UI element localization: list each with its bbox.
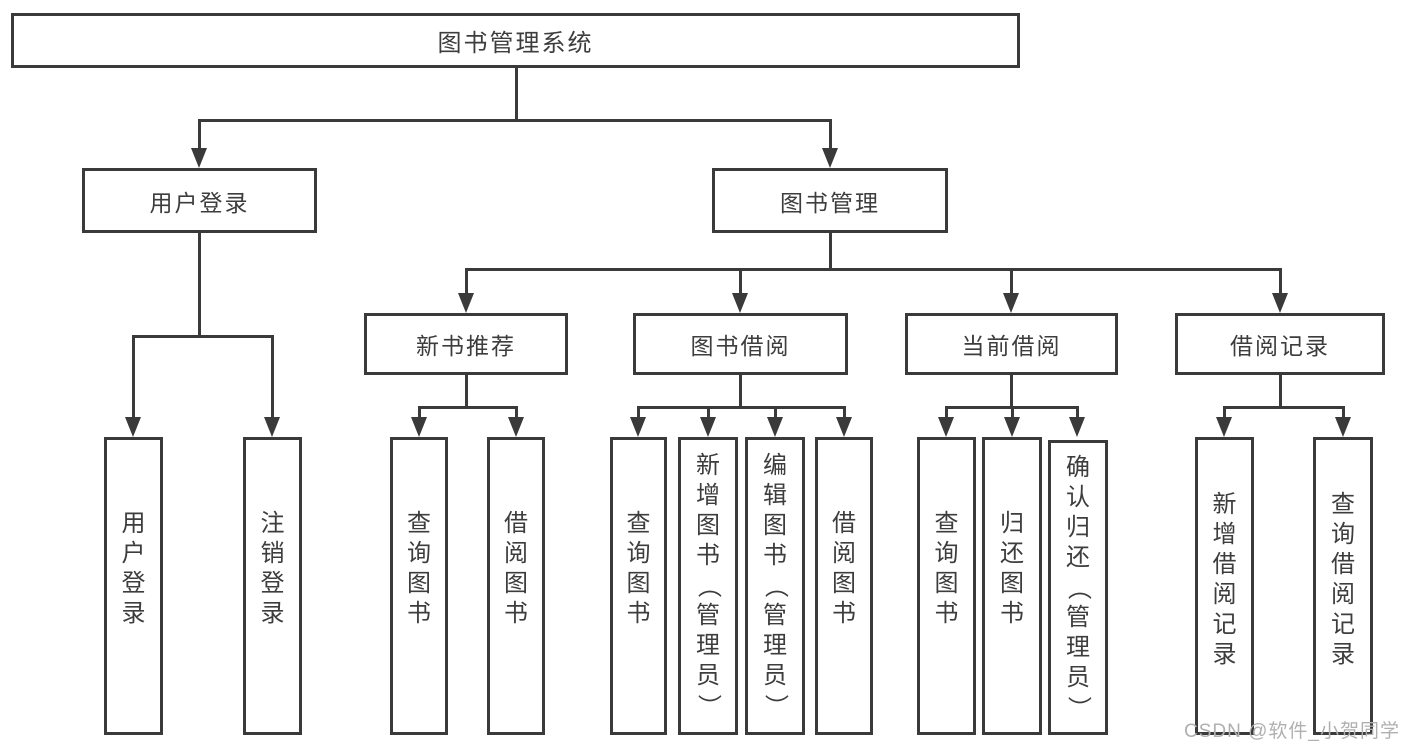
connector-line [1010, 375, 1013, 408]
leaf-return-books: 归还图书 [982, 437, 1042, 735]
connector-line [1010, 268, 1013, 296]
arrowhead-down-icon [767, 417, 783, 437]
arrowhead-down-icon [1216, 417, 1232, 437]
connector-line [198, 119, 201, 150]
connector-line [515, 68, 518, 121]
leaf-query-books-borrowing: 查询图书 [610, 437, 667, 735]
leaf-user-login: 用户登录 [104, 437, 163, 735]
connector-line [198, 119, 831, 122]
leaf-borrow-books-recommend: 借阅图书 [487, 437, 545, 735]
connector-line [774, 406, 777, 419]
connector-line [739, 375, 742, 408]
arrowhead-down-icon [458, 293, 474, 313]
node-current-borrowing: 当前借阅 [905, 313, 1118, 375]
connector-line [418, 406, 421, 419]
arrowhead-down-icon [836, 417, 852, 437]
connector-line [418, 406, 517, 409]
leaf-query-borrow-record: 查询借阅记录 [1313, 437, 1373, 735]
leaf-edit-book-admin: 编辑图书（管理员） [745, 437, 805, 735]
node-new-book-recommend: 新书推荐 [364, 313, 568, 375]
arrowhead-down-icon [700, 417, 716, 437]
connector-line [1223, 406, 1226, 419]
node-user-login: 用户登录 [82, 168, 317, 233]
leaf-borrow-books-borrowing: 借阅图书 [815, 437, 873, 735]
connector-line [843, 406, 846, 419]
leaf-query-books-current: 查询图书 [917, 437, 976, 735]
connector-line [132, 335, 273, 338]
arrowhead-down-icon [630, 417, 646, 437]
connector-line [132, 335, 135, 419]
leaf-query-books-recommend: 查询图书 [390, 437, 448, 735]
connector-line [1011, 406, 1014, 419]
connector-line [637, 406, 640, 419]
connector-line [945, 406, 948, 419]
arrowhead-down-icon [264, 417, 280, 437]
connector-line [465, 268, 468, 296]
arrowhead-down-icon [508, 417, 524, 437]
connector-line [829, 119, 832, 150]
arrowhead-down-icon [938, 417, 954, 437]
connector-line [465, 375, 468, 408]
connector-line [271, 335, 274, 419]
watermark-text: CSDN @软件_小贺同学 [1184, 721, 1400, 742]
connector-line [515, 406, 518, 419]
node-book-management: 图书管理 [712, 168, 948, 233]
connector-line [1223, 406, 1344, 409]
connector-line [1342, 406, 1345, 419]
arrowhead-down-icon [1069, 417, 1085, 437]
connector-line [1076, 406, 1079, 419]
arrowhead-down-icon [822, 148, 838, 168]
leaf-confirm-return-admin: 确认归还（管理员） [1048, 440, 1108, 735]
leaf-logout: 注销登录 [243, 437, 302, 735]
connector-line [707, 406, 710, 419]
node-book-borrowing: 图书借阅 [633, 313, 848, 375]
arrowhead-down-icon [732, 293, 748, 313]
arrowhead-down-icon [125, 417, 141, 437]
arrowhead-down-icon [1272, 293, 1288, 313]
node-library-system: 图书管理系统 [11, 13, 1020, 68]
connector-line [1279, 268, 1282, 296]
connector-line [829, 233, 832, 270]
connector-line [1279, 375, 1282, 408]
connector-line [198, 233, 201, 337]
arrowhead-down-icon [411, 417, 427, 437]
node-borrowing-records: 借阅记录 [1175, 313, 1385, 375]
arrowhead-down-icon [1003, 293, 1019, 313]
connector-line [739, 268, 742, 296]
arrowhead-down-icon [1004, 417, 1020, 437]
connector-line [465, 268, 1281, 271]
leaf-add-book-admin: 新增图书（管理员） [678, 437, 738, 735]
connector-line [637, 406, 845, 409]
arrowhead-down-icon [191, 148, 207, 168]
arrowhead-down-icon [1335, 417, 1351, 437]
leaf-add-borrow-record: 新增借阅记录 [1195, 437, 1254, 735]
